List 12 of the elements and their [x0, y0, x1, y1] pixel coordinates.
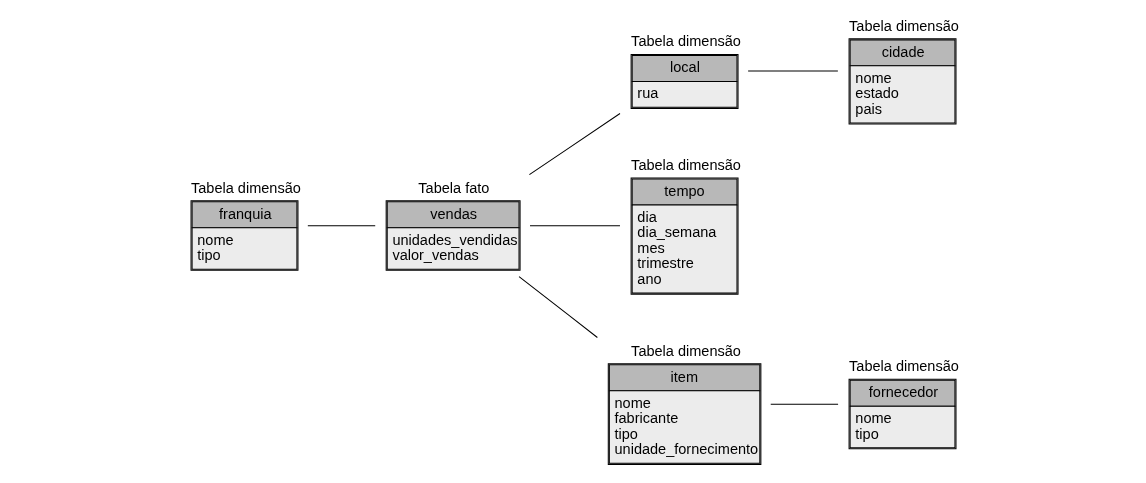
connector	[528, 113, 621, 176]
connector	[307, 225, 376, 227]
connector	[529, 225, 621, 227]
connector	[770, 403, 839, 405]
node-label: Tabela dimensão	[631, 156, 741, 173]
node-label: Tabela dimensão	[849, 358, 959, 375]
connector	[518, 276, 598, 339]
node-label: Tabela dimensão	[849, 17, 959, 34]
node-label: Tabela dimensão	[631, 33, 741, 50]
node-label: Tabela dimensão	[631, 342, 741, 359]
node-label: Tabela dimensão	[191, 179, 301, 196]
node-label: Tabela fato	[418, 179, 490, 196]
